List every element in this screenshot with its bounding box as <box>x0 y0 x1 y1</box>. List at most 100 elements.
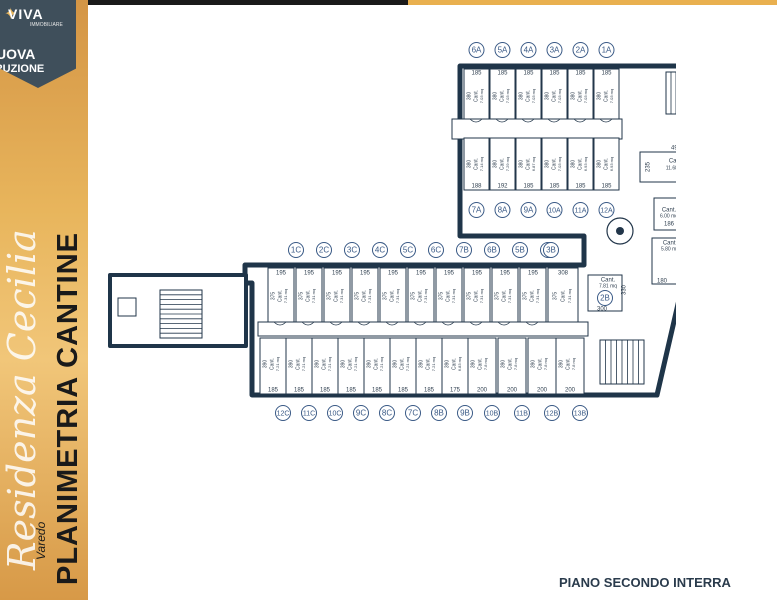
area-10B: 7.8 mq <box>483 358 488 370</box>
area-4B: 7.31 mq <box>535 289 540 303</box>
area-7A: 7.14 mq <box>479 157 484 171</box>
area-12A: 6.93 mq <box>609 157 614 171</box>
width-11C: 185 <box>294 388 305 394</box>
depth-11C: 390 <box>288 360 294 369</box>
area-9B: 6.83 mq <box>457 357 462 371</box>
width-10C: 185 <box>320 388 331 394</box>
cellar-14A <box>653 197 676 231</box>
area-1A: 7.03 mq <box>609 89 614 103</box>
area-1B: 5.80 mq <box>661 246 676 252</box>
cellar-13A <box>639 151 676 183</box>
label-7C-circle <box>405 405 421 421</box>
label-9C: 9C <box>356 409 366 418</box>
place-name: Varedo <box>34 521 48 560</box>
depth-5A: 380 <box>492 92 498 101</box>
area-5C: 7.31 mq <box>395 289 400 303</box>
area-6C: 7.31 mq <box>423 289 428 303</box>
cellar-label-10C: Cant. <box>321 358 327 370</box>
depth-10B: 390 <box>470 360 476 369</box>
width-11B: 200 <box>507 388 518 394</box>
label-3A: 3A <box>550 46 560 55</box>
cellar-label-4A: Cant. <box>525 90 531 102</box>
cellar-label-12B: Cant. <box>537 358 543 370</box>
cellar-12C <box>259 337 287 395</box>
cellar-4B <box>519 267 547 323</box>
area-7C: 7.21 mq <box>405 357 410 371</box>
width-6A: 185 <box>471 71 482 77</box>
cellar-5A <box>489 68 516 120</box>
cellar-4C <box>351 267 379 323</box>
label-11B-circle <box>514 405 530 421</box>
label-5A-circle <box>494 42 511 58</box>
label-6A: 6A <box>472 46 482 55</box>
width-8B: 185 <box>424 388 435 394</box>
label-8C: 8C <box>382 409 392 418</box>
cellar-label-11A: Cant. <box>577 158 583 170</box>
top-bar-dark <box>88 0 408 5</box>
area-11A: 6.93 mq <box>583 157 588 171</box>
stairs-south-east <box>599 339 645 385</box>
area-4C: 7.31 mq <box>367 289 372 303</box>
cellar-9A <box>515 137 542 191</box>
label-5B-circle <box>512 242 528 258</box>
width-4A: 185 <box>523 71 534 77</box>
depth-1A: 380 <box>596 92 602 101</box>
label-8A-circle <box>494 202 511 218</box>
cellar-label-12A: Cant. <box>603 158 609 170</box>
width-2B: 300 <box>597 307 608 313</box>
label-6A-circle <box>468 42 485 58</box>
label-2C: 2C <box>319 246 329 255</box>
door-mid-2 <box>329 321 343 326</box>
label-10A: 10A <box>548 207 561 214</box>
depth-13B: 390 <box>558 360 564 369</box>
label-13B: 13B <box>574 410 587 417</box>
label-5C: 5C <box>403 246 413 255</box>
label-8B: 8B <box>434 409 444 418</box>
width-12C: 185 <box>268 388 279 394</box>
depth-7A: 380 <box>466 160 472 169</box>
cellar-1B <box>651 237 676 285</box>
door-mid-4 <box>385 321 399 326</box>
label-2B-circle <box>597 290 613 306</box>
label-4A-circle <box>520 42 537 58</box>
label-6B: 6B <box>487 246 497 255</box>
label-1C: 1C <box>291 246 301 255</box>
area-8A: 7.29 mq <box>505 157 510 171</box>
depth-6A: 380 <box>466 92 472 101</box>
cellar-9B <box>441 337 469 395</box>
label-11C-circle <box>301 405 317 421</box>
area-12C: 7.21 mq <box>275 357 280 371</box>
depth-12C: 390 <box>262 360 268 369</box>
label-3C: 3C <box>347 246 357 255</box>
label-11A: 11A <box>575 207 587 214</box>
cellar-label-3A: Cant. <box>551 90 557 102</box>
door-north-3 <box>547 118 561 123</box>
width-7B: 195 <box>444 271 455 277</box>
door-mid-6 <box>441 321 455 326</box>
label-11A-circle <box>572 202 589 218</box>
width-5B: 195 <box>500 271 511 277</box>
top-bar-gold <box>408 0 777 5</box>
cellar-7B <box>435 267 463 323</box>
cellar-label-1B: Cant. <box>663 241 676 247</box>
cellar-label-11B: Cant. <box>507 358 513 370</box>
label-7B: 7B <box>459 246 469 255</box>
label-1A-circle <box>598 42 615 58</box>
area-13B: 7.8 mq <box>571 358 576 370</box>
label-3B-circle <box>543 242 559 258</box>
cellar-6A <box>463 68 490 120</box>
cellar-10B <box>467 337 497 395</box>
label-8B-circle <box>431 405 447 421</box>
depth-4B: 375 <box>522 292 528 301</box>
cellar-label-8C: Cant. <box>373 358 379 370</box>
area-14A: 6.00 mq <box>660 213 676 219</box>
label-12B-circle <box>544 405 560 421</box>
label-7A: 7A <box>472 206 482 215</box>
width-8A: 192 <box>497 184 508 190</box>
label-7B-circle <box>456 242 472 258</box>
cellar-label-4B: Cant. <box>529 290 535 302</box>
cellar-9C <box>337 337 365 395</box>
cellar-label-13B: Cant. <box>565 358 571 370</box>
cellar-1A <box>593 68 620 120</box>
cellar-label-5C: Cant. <box>389 290 395 302</box>
